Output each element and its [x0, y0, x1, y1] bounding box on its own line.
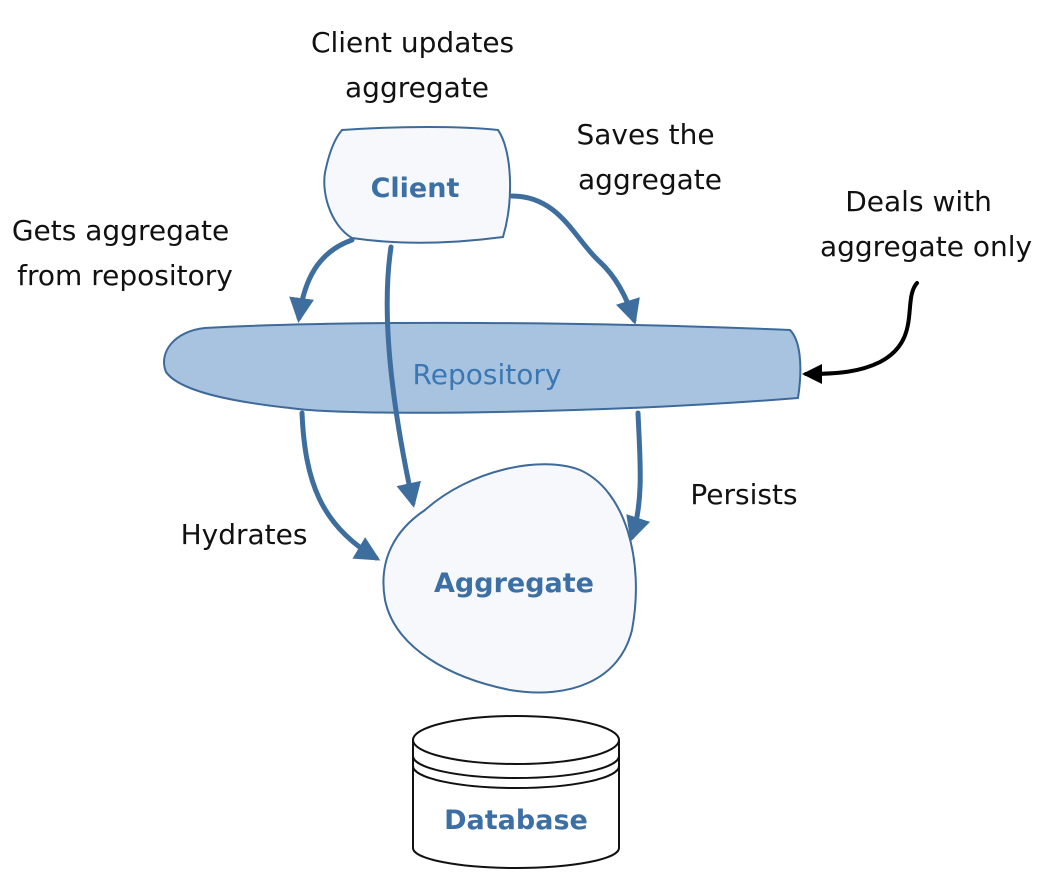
- repository-label: Repository: [413, 358, 562, 391]
- database-icon: [412, 715, 620, 869]
- client-shape: [323, 126, 512, 244]
- arrow-client-to-repository-get: [289, 237, 355, 323]
- arrow-client-to-aggregate: [384, 244, 421, 508]
- client-label: Client: [371, 173, 460, 204]
- label-client-updates: Client updates aggregate: [311, 26, 523, 104]
- arrow-repository-persists-aggregate: [626, 410, 651, 542]
- label-hydrates: Hydrates: [181, 518, 308, 551]
- repository-shape: [163, 321, 802, 414]
- arrow-repository-hydrates-aggregate: [299, 410, 381, 561]
- arrow-deals-with-aggregate: [802, 281, 919, 384]
- label-persists: Persists: [690, 478, 797, 511]
- label-gets: Gets aggregate from repository: [12, 214, 238, 292]
- label-saves: Saves the aggregate: [576, 118, 723, 196]
- aggregate-shape: [382, 463, 637, 694]
- label-deals: Deals with aggregate only: [820, 185, 1032, 263]
- database-label: Database: [444, 805, 588, 836]
- aggregate-label: Aggregate: [434, 568, 594, 599]
- arrow-client-to-repository-save: [509, 193, 640, 325]
